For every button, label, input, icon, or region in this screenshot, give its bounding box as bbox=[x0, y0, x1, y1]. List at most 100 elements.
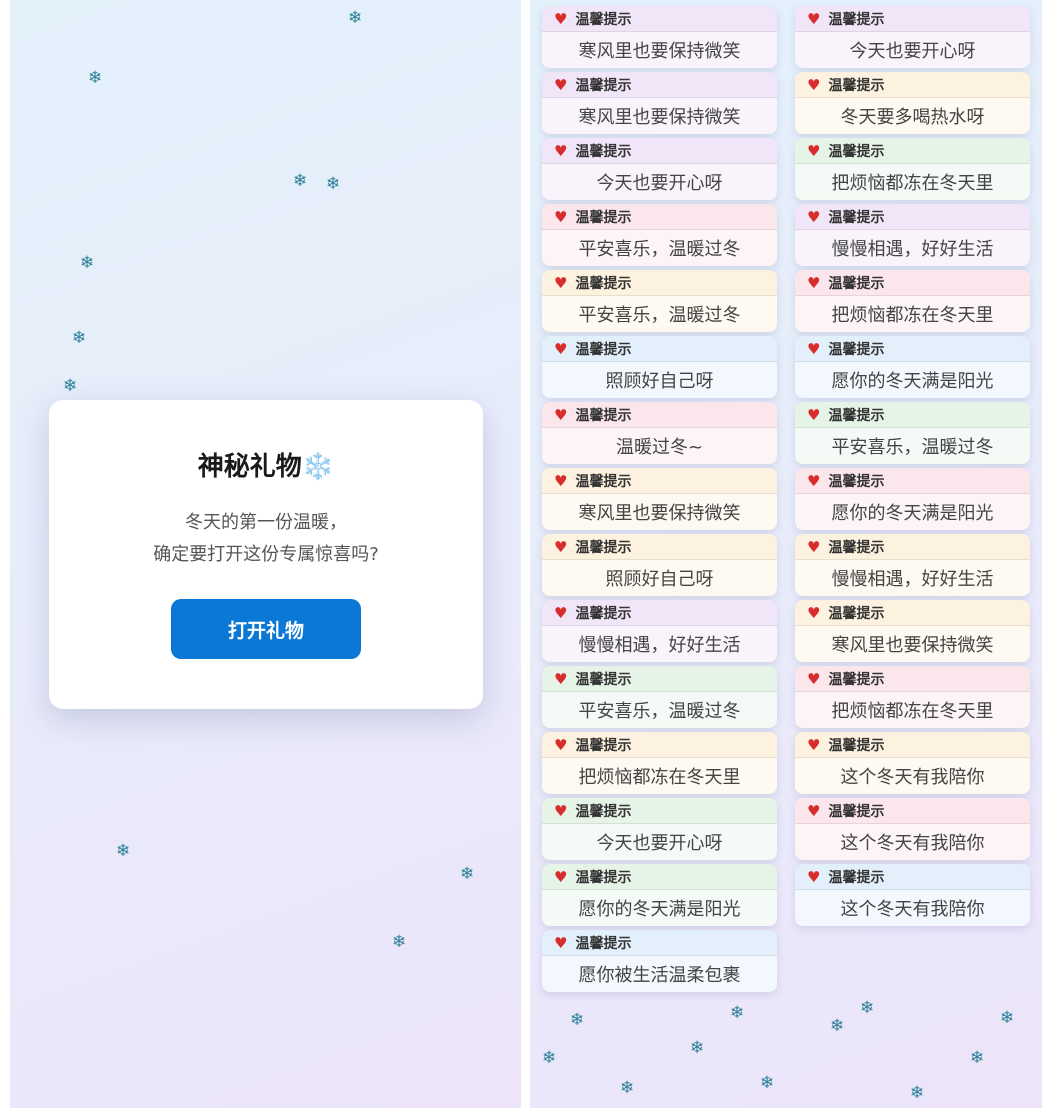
snowflake-icon: ❄ bbox=[542, 1048, 557, 1068]
card-header: ♥温馨提示 bbox=[542, 402, 777, 428]
card-title: 温馨提示 bbox=[575, 803, 632, 820]
card-message: 今天也要开心呀 bbox=[795, 32, 1030, 68]
card-title: 温馨提示 bbox=[575, 539, 632, 556]
snowflake-icon: ❄ bbox=[392, 932, 407, 952]
heart-icon: ♥ bbox=[554, 735, 568, 754]
heart-icon: ♥ bbox=[554, 207, 568, 226]
snowflake-icon: ❄ bbox=[72, 328, 87, 348]
tip-card: ♥温馨提示照顾好自己呀 bbox=[542, 336, 777, 398]
card-message: 愿你被生活温柔包裹 bbox=[542, 956, 777, 992]
card-title: 温馨提示 bbox=[828, 737, 885, 754]
card-message: 照顾好自己呀 bbox=[542, 560, 777, 596]
card-title: 温馨提示 bbox=[828, 77, 885, 94]
card-header: ♥ 温馨提示 bbox=[795, 270, 1030, 296]
card-header: ♥温馨提示 bbox=[542, 930, 777, 956]
tip-card: ♥温馨提示这个冬天有我陪你 bbox=[795, 864, 1030, 926]
card-title: 温馨提示 bbox=[575, 473, 632, 490]
tip-card: ♥温馨提示温暖过冬~ bbox=[542, 402, 777, 464]
card-message: 平安喜乐，温暖过冬 bbox=[542, 692, 777, 728]
card-title: 温馨提示 bbox=[575, 341, 632, 358]
card-header: ♥温馨提示 bbox=[542, 600, 777, 626]
tip-card: ♥温馨提示今天也要开心呀 bbox=[795, 6, 1030, 68]
gift-page: 神秘礼物❄️ 冬天的第一份温暖，确定要打开这份专属惊喜吗? 打开礼物 ❄ ❄ ❄ ❄ ❄… bbox=[10, 0, 521, 1108]
card-message: 把烦恼都冻在冬天里 bbox=[795, 164, 1030, 200]
heart-icon: ♥ bbox=[807, 867, 821, 886]
card-message: 照顾好自己呀 bbox=[542, 362, 777, 398]
notes-page: ❄❄❄❄❄❄❄❄❄❄❄♥温馨提示寒风里也要保持微笑♥温馨提示今天也要开心呀♥温馨… bbox=[530, 0, 1042, 1108]
card-header: ♥温馨提示 bbox=[795, 468, 1030, 494]
card-title: 温馨提示 bbox=[575, 209, 632, 226]
tip-card: ♥温馨提示慢慢相遇，好好生活 bbox=[542, 600, 777, 662]
card-header: ♥温馨提示 bbox=[542, 72, 777, 98]
card-message: 平安喜乐，温暖过冬 bbox=[795, 428, 1030, 464]
heart-icon: ♥ bbox=[554, 537, 568, 556]
tip-card: ♥ 温馨提示照顾好自己呀 bbox=[542, 534, 777, 596]
dialog-title: 神秘礼物❄️ bbox=[197, 452, 335, 482]
card-title: 温馨提示 bbox=[575, 737, 632, 754]
tip-card: ♥温馨提示慢慢相遇，好好生活 bbox=[795, 204, 1030, 266]
snowflake-icon: ❄ bbox=[1000, 1008, 1015, 1028]
card-message: 愿你的冬天满是阳光 bbox=[542, 890, 777, 926]
card-title: 温馨提示 bbox=[575, 671, 632, 688]
card-title: 温馨提示 bbox=[828, 671, 885, 688]
card-title: 温馨提示 bbox=[575, 77, 632, 94]
heart-icon: ♥ bbox=[807, 9, 821, 28]
card-header: ♥温馨提示 bbox=[542, 6, 777, 32]
tip-card: ♥温馨提示平安喜乐，温暖过冬 bbox=[542, 270, 777, 332]
card-header: ♥温馨提示 bbox=[542, 864, 777, 890]
tip-card: ♥温馨提示平安喜乐，温暖过冬 bbox=[542, 666, 777, 728]
dialog-message: 冬天的第一份温暖，确定要打开这份专属惊喜吗? bbox=[153, 512, 379, 565]
card-header: ♥ 温馨提示 bbox=[542, 204, 777, 230]
card-header: ♥温馨提示 bbox=[542, 336, 777, 362]
tip-card: ♥温馨提示把烦恼都冻在冬天里 bbox=[795, 270, 1030, 332]
card-header: ♥温馨提示 bbox=[542, 666, 777, 692]
heart-icon: ♥ bbox=[807, 471, 821, 490]
heart-icon: ♥ bbox=[554, 405, 568, 424]
heart-icon: ♥ bbox=[807, 75, 821, 94]
tip-card: ♥温馨提示愿你的冬天满是阳光 bbox=[795, 468, 1030, 530]
snowflake-icon: ❄ bbox=[690, 1038, 705, 1058]
heart-icon: ♥ bbox=[807, 207, 821, 226]
card-title: 温馨提示 bbox=[575, 11, 632, 28]
tip-card: ♥温馨提示愿你的冬天满是阳光 bbox=[795, 336, 1030, 398]
card-message: 今天也要开心呀 bbox=[542, 824, 777, 860]
tip-card: ♥温馨提示寒风里也要保持微笑 bbox=[795, 600, 1030, 662]
snowflake-icon: ❄ bbox=[116, 841, 131, 861]
card-message: 把烦恼都冻在冬天里 bbox=[542, 758, 777, 794]
snowflake-icon: ❄ bbox=[460, 864, 475, 884]
heart-icon: ♥ bbox=[807, 405, 821, 424]
card-header: ♥温馨提示 bbox=[795, 6, 1030, 32]
card-title: 温馨提示 bbox=[828, 539, 885, 556]
card-title: 温馨提示 bbox=[828, 869, 885, 886]
tip-card: ♥温馨提示慢慢相遇，好好生活 bbox=[795, 534, 1030, 596]
card-title: 温馨提示 bbox=[828, 209, 885, 226]
card-message: 平安喜乐，温暖过冬 bbox=[542, 296, 777, 332]
card-title: 温馨提示 bbox=[828, 275, 885, 292]
open-gift-button[interactable]: 打开礼物 bbox=[171, 599, 361, 659]
gift-dialog: 神秘礼物❄️ 冬天的第一份温暖，确定要打开这份专属惊喜吗? 打开礼物 bbox=[49, 400, 483, 709]
snowflake-icon: ❄ bbox=[970, 1048, 985, 1068]
card-title: 温馨提示 bbox=[575, 935, 632, 952]
heart-icon: ♥ bbox=[554, 867, 568, 886]
card-title: 温馨提示 bbox=[828, 407, 885, 424]
tip-card: ♥温馨提示愿你的冬天满是阳光 bbox=[542, 864, 777, 926]
heart-icon: ♥ bbox=[807, 273, 821, 292]
card-message: 平安喜乐，温暖过冬 bbox=[542, 230, 777, 266]
card-title: 温馨提示 bbox=[828, 803, 885, 820]
card-message: 这个冬天有我陪你 bbox=[795, 824, 1030, 860]
card-title: 温馨提示 bbox=[575, 275, 632, 292]
card-title: 温馨提示 bbox=[828, 341, 885, 358]
card-header: ♥温馨提示 bbox=[795, 732, 1030, 758]
snowflake-icon: ❄ bbox=[88, 68, 103, 88]
tip-card: ♥温馨提示寒风里也要保持微笑 bbox=[542, 72, 777, 134]
tip-card: ♥温馨提示今天也要开心呀 bbox=[542, 138, 777, 200]
heart-icon: ♥ bbox=[807, 339, 821, 358]
tip-card: ♥温馨提示把烦恼都冻在冬天里 bbox=[795, 138, 1030, 200]
heart-icon: ♥ bbox=[807, 669, 821, 688]
snowflake-icon: ❄ bbox=[620, 1078, 635, 1098]
card-message: 温暖过冬~ bbox=[542, 428, 777, 464]
card-message: 愿你的冬天满是阳光 bbox=[795, 494, 1030, 530]
tip-card: ♥ 温馨提示这个冬天有我陪你 bbox=[795, 798, 1030, 860]
snowflake-icon: ❄ bbox=[760, 1073, 775, 1093]
heart-icon: ♥ bbox=[807, 801, 821, 820]
